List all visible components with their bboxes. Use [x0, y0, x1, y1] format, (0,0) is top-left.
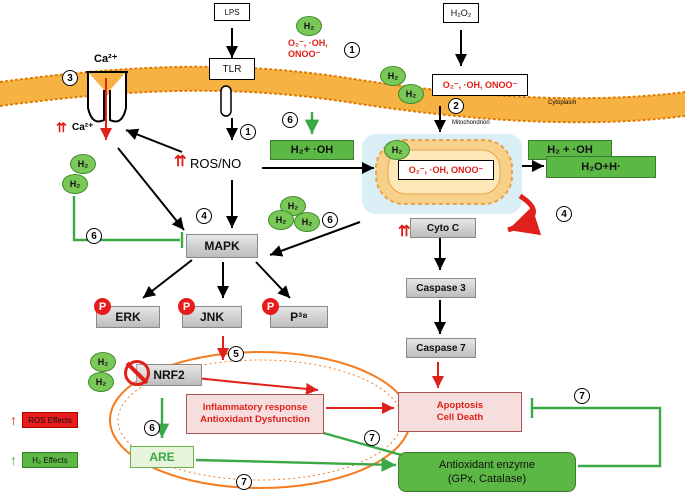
step-badge: 7	[364, 430, 380, 446]
apoptosis-box: Apoptosis Cell Death	[398, 392, 522, 432]
radicals-label-top: O₂⁻, ·OH, ONOO⁻	[288, 38, 328, 59]
legend-ros-arrow: ↑	[10, 412, 17, 428]
h2-molecule-icon: H₂	[268, 210, 294, 230]
black-arrows	[117, 28, 544, 334]
inflammatory-label: Inflammatory response	[202, 402, 308, 413]
step-badge: 6	[86, 228, 102, 244]
step-badge: 2	[448, 98, 464, 114]
lps-box: LPS	[214, 3, 250, 21]
h2-molecule-icon: H₂	[384, 140, 410, 160]
red-arrows	[161, 336, 444, 414]
mitochondrion-label: Mitochondrion	[452, 120, 490, 126]
h2-molecule-icon: H₂	[296, 16, 322, 36]
cytoplasm-label: Cytoplasm	[548, 100, 577, 106]
step-badge: 5	[228, 346, 244, 362]
legend-ros-box: ROS Effects	[22, 412, 78, 428]
mapk-box: MAPK	[186, 234, 258, 258]
h2-molecule-icon: H₂	[398, 84, 424, 104]
step-badge: 3	[62, 70, 78, 86]
step-badge: 1	[240, 124, 256, 140]
tlr-box: TLR	[209, 58, 255, 80]
step-badge: 7	[574, 388, 590, 404]
legend-h2-box: H₂ Effects	[22, 452, 78, 468]
calcium-outer-label: Ca²⁺	[94, 53, 118, 65]
cell-death-label: Cell Death	[436, 412, 484, 423]
red-curved-arrow	[507, 193, 542, 236]
h2-molecule-icon: H₂	[294, 212, 320, 232]
h2-oh-reaction-right: H₂ + ·OH	[528, 140, 612, 160]
h2-molecule-icon: H₂	[380, 66, 406, 86]
h2o2-box: H₂O₂	[443, 3, 479, 23]
ros-no-label: ROS/NO	[190, 156, 242, 171]
h2-oh-reaction-left: H₂+ ·OH	[270, 140, 354, 160]
antioxidant-enzyme-box: Antioxidant enzyme (GPx, Catalase)	[398, 452, 576, 492]
ros-up-arrows: ⇈	[174, 153, 187, 170]
calcium-up-arrows: ⇈	[56, 120, 67, 135]
enzyme-examples-label: (GPx, Catalase)	[447, 473, 527, 485]
caspase3-box: Caspase 3	[406, 278, 476, 298]
water-product-box: H₂O+H·	[546, 156, 656, 178]
cyto-c-box: Cyto C	[410, 218, 476, 238]
h2-molecule-icon: H₂	[62, 174, 88, 194]
no-symbol-icon	[124, 360, 150, 386]
p38-box: P³⁸	[270, 306, 328, 328]
dysfunction-label: Antioxidant Dysfunction	[200, 414, 310, 425]
radicals-mito-box: O₂⁻, ·OH, ONOO⁻	[398, 160, 494, 180]
green-arrows	[72, 112, 662, 472]
phospho-tag-icon: P	[178, 298, 195, 315]
phospho-tag-icon: P	[94, 298, 111, 315]
step-badge: 1	[344, 42, 360, 58]
legend-h2-arrow: ↑	[10, 452, 17, 468]
erk-box: ERK	[96, 306, 160, 328]
step-badge: 6	[322, 212, 338, 228]
h2-molecule-icon: H₂	[90, 352, 116, 372]
h2-molecule-icon: H₂	[70, 154, 96, 174]
inflammatory-box: Inflammatory response Antioxidant Dysfun…	[186, 394, 324, 434]
cell-membrane	[0, 66, 685, 123]
step-badge: 7	[236, 474, 252, 490]
enzyme-label: Antioxidant enzyme	[439, 459, 535, 471]
are-box: ARE	[130, 446, 194, 468]
phospho-tag-icon: P	[262, 298, 279, 315]
apoptosis-label: Apoptosis	[436, 400, 484, 411]
step-badge: 4	[556, 206, 572, 222]
caspase7-box: Caspase 7	[406, 338, 476, 358]
step-badge: 6	[282, 112, 298, 128]
step-badge: 6	[144, 420, 160, 436]
calcium-inner-label: Ca²⁺	[72, 122, 94, 133]
jnk-box: JNK	[182, 306, 242, 328]
radicals-membrane-box: O₂⁻, ·OH, ONOO⁻	[432, 74, 528, 96]
step-badge: 4	[196, 208, 212, 224]
cytoc-up-arrows: ⇈	[398, 223, 411, 240]
calcium-channel	[86, 71, 128, 123]
h2-molecule-icon: H₂	[88, 372, 114, 392]
